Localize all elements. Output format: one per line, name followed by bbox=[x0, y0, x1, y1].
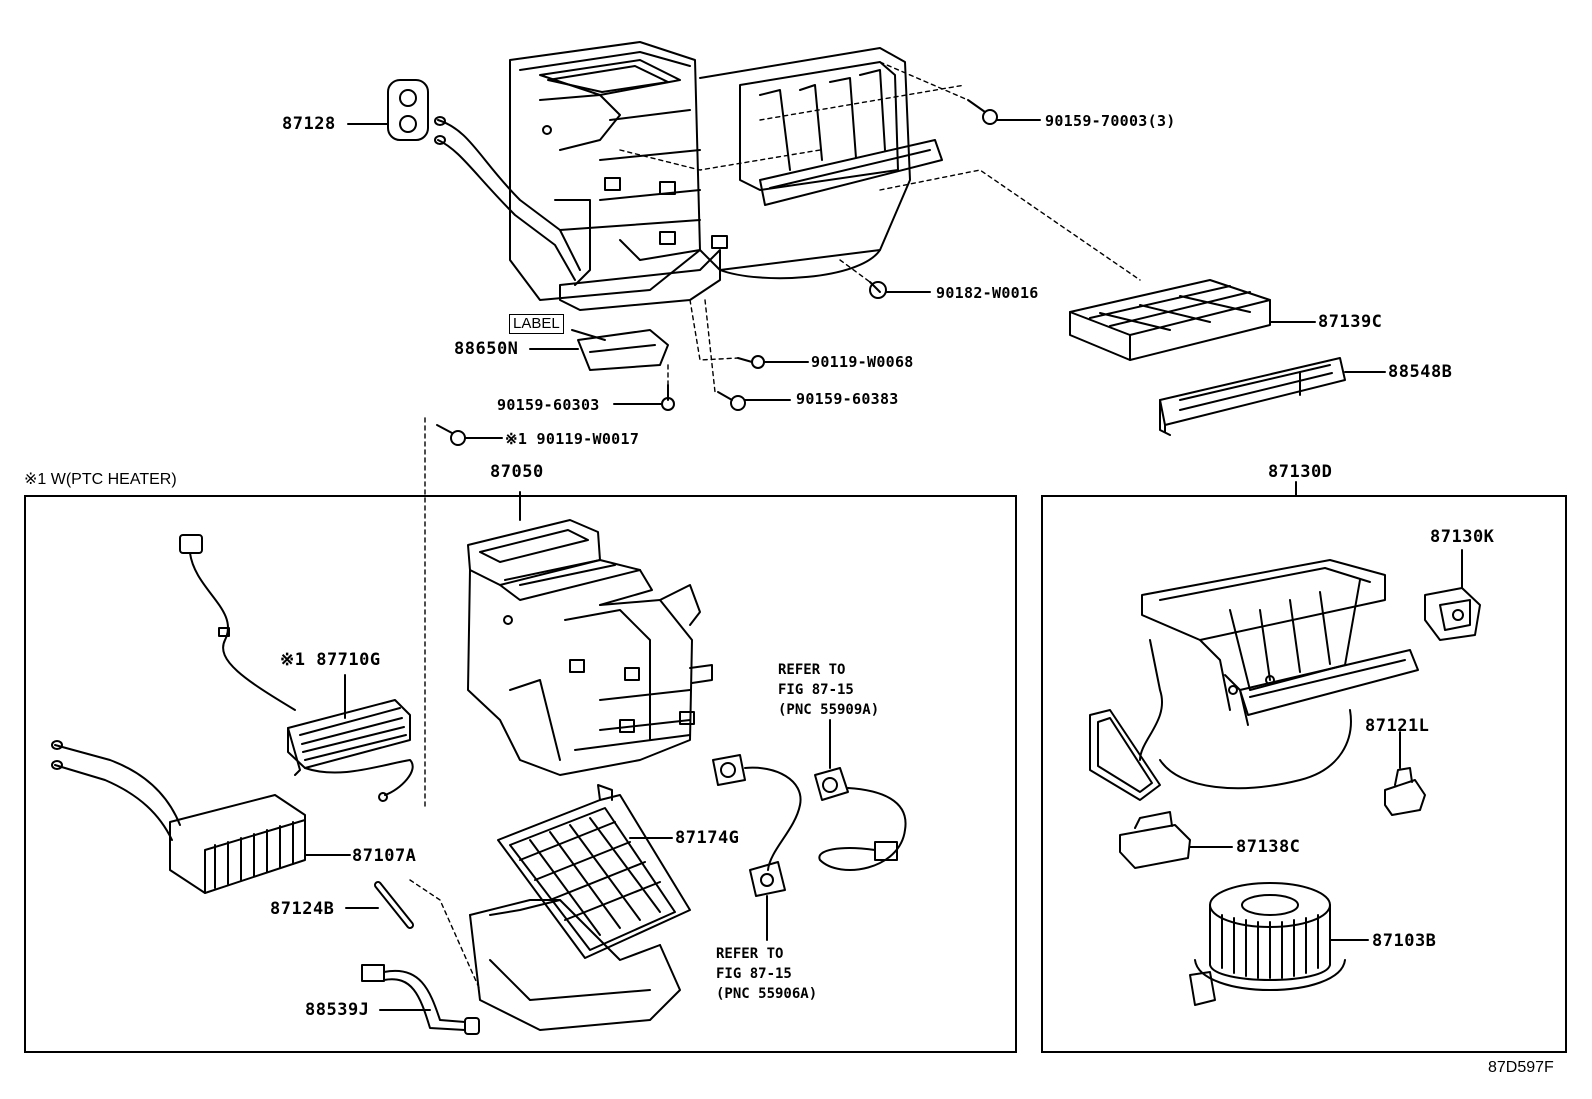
refer-note-55906A: REFER TO FIG 87-15 (PNC 55906A) bbox=[716, 946, 818, 1002]
filter-87139C bbox=[1069, 279, 1316, 361]
ptc-heater-harness bbox=[179, 534, 414, 802]
part-87139C: 87139C bbox=[1318, 312, 1383, 332]
servo-motor-55909A bbox=[814, 719, 907, 871]
part-87138C: 87138C bbox=[1236, 837, 1301, 857]
part-90159-60303: 90159-60303 bbox=[497, 396, 600, 414]
amplifier-87121L bbox=[1384, 731, 1426, 816]
seal-87124B bbox=[345, 881, 414, 929]
part-88548B: 88548B bbox=[1388, 362, 1453, 382]
cover-88548B bbox=[1159, 357, 1386, 436]
figure-code: 87D597F bbox=[1488, 1059, 1554, 1076]
assembly-87130D: 87130D bbox=[1268, 462, 1333, 482]
dashed-leaders bbox=[409, 61, 1141, 991]
part-90119-W0017: ※1 90119-W0017 bbox=[505, 430, 640, 448]
hose-88539J bbox=[361, 964, 480, 1035]
top-fasteners bbox=[436, 99, 1041, 446]
servo-motor-55906A bbox=[712, 754, 802, 941]
heater-case-87050 bbox=[467, 491, 713, 776]
heater-core-87107A bbox=[51, 740, 351, 894]
label-box: LABEL bbox=[509, 314, 564, 334]
assembly-87050: 87050 bbox=[490, 462, 544, 482]
ptc-heater-note: ※1 W(PTC HEATER) bbox=[24, 471, 177, 488]
part-87128: 87128 bbox=[282, 114, 336, 134]
part-88650N: 88650N bbox=[454, 339, 519, 359]
part-87103B: 87103B bbox=[1372, 931, 1437, 951]
blower-unit-frame bbox=[1041, 495, 1567, 1053]
part-87107A: 87107A bbox=[352, 846, 417, 866]
part-87174G: 87174G bbox=[675, 828, 740, 848]
part-88539J: 88539J bbox=[305, 1000, 370, 1020]
part-87710G: ※1 87710G bbox=[280, 650, 381, 670]
main-unit-frame bbox=[24, 495, 1017, 1053]
blower-case-87130D bbox=[1089, 481, 1419, 801]
evaporator-87174G bbox=[497, 784, 691, 959]
part-87130K: 87130K bbox=[1430, 527, 1495, 547]
blower-motor-87103B bbox=[1189, 882, 1369, 1006]
part-87124B: 87124B bbox=[270, 899, 335, 919]
motor-87130K bbox=[1424, 549, 1481, 641]
module-88650N bbox=[529, 329, 669, 371]
part-90159-70003: 90159-70003(3) bbox=[1045, 112, 1176, 130]
part-87121L: 87121L bbox=[1365, 716, 1430, 736]
refer-note-55909A: REFER TO FIG 87-15 (PNC 55909A) bbox=[778, 662, 880, 718]
part-90159-60383: 90159-60383 bbox=[796, 390, 899, 408]
top-hvac-unit bbox=[434, 41, 943, 311]
lower-case-tray bbox=[469, 899, 681, 1031]
grommet-87128 bbox=[347, 79, 429, 141]
part-90182-W0016: 90182-W0016 bbox=[936, 284, 1039, 302]
resistor-87138C bbox=[1119, 811, 1233, 869]
part-90119-W0068: 90119-W0068 bbox=[811, 353, 914, 371]
